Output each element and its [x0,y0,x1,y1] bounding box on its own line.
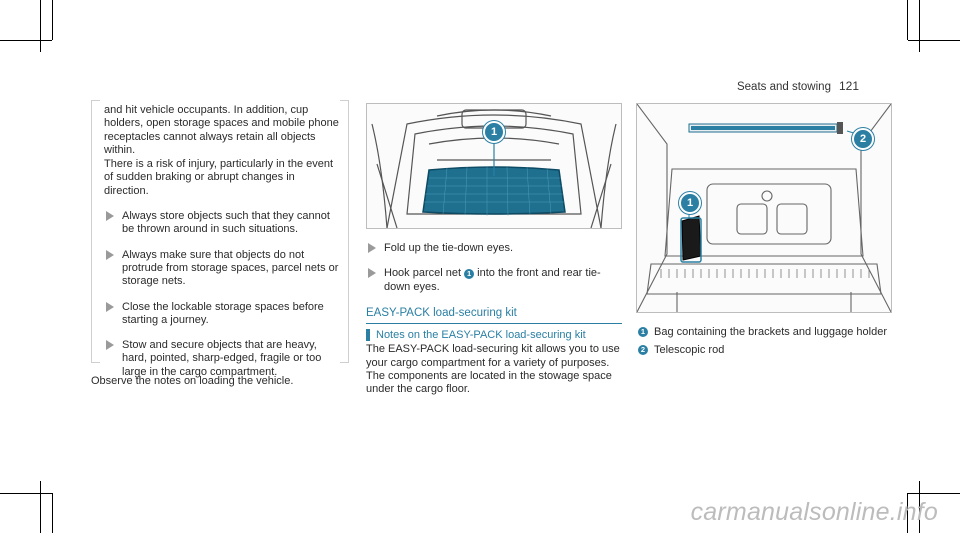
easy-pack-figure: 2 1 [636,103,892,313]
section-rule [366,323,622,324]
page-number: 121 [838,79,859,93]
arrow-icon [106,249,114,260]
warning-bullet: Close the lockable storage spaces before… [104,301,340,328]
warning-paragraph: and hit vehicle occupants. In addition, … [104,104,339,156]
observe-note: Observe the notes on loading the vehicle… [91,375,294,387]
sub-title: Notes on the EASY-PACK load-securing kit [366,329,622,342]
stowage-illustration [637,104,891,312]
figure-callout-1: 1 [679,192,701,214]
warning-paragraph: There is a risk of injury, particularly … [104,158,334,197]
arrow-icon [106,340,114,351]
legend-number: 1 [638,327,648,337]
section-title: EASY-PACK load-securing kit [366,307,517,319]
warning-bullet: Stow and secure objects that are heavy, … [104,339,340,379]
arrow-icon [368,268,376,279]
step-item: Hook parcel net 1 into the front and rea… [366,267,622,294]
legend-number: 2 [638,345,648,356]
warning-bullet: Always store objects such that they cann… [104,210,340,237]
middle-body: Notes on the EASY-PACK load-securing kit… [366,329,622,396]
body-paragraph: The EASY-PACK load-securing kit allows y… [366,343,620,396]
warning-box [91,100,349,363]
title-bar-icon [366,329,370,341]
parcel-net-figure: 1 [366,103,622,229]
trunk-illustration [371,109,617,228]
step-item: Fold up the tie-down eyes. [366,242,622,255]
figure-callout-1: 1 [483,121,505,143]
section-name: Seats and stowing [736,81,831,93]
arrow-icon [368,243,376,253]
warning-text: and hit vehicle occupants. In addition, … [104,104,340,379]
page-header: Seats and stowing 121 [737,79,859,93]
arrow-icon [106,211,114,222]
middle-steps: Fold up the tie-down eyes. Hook parcel n… [366,242,622,294]
watermark: carmanualsonline.info [690,498,938,526]
figure-callout-2: 2 [852,128,874,150]
inline-number: 1 [464,269,475,280]
warning-bullet: Always make sure that objects do not pro… [104,249,340,289]
arrow-icon [106,301,114,312]
